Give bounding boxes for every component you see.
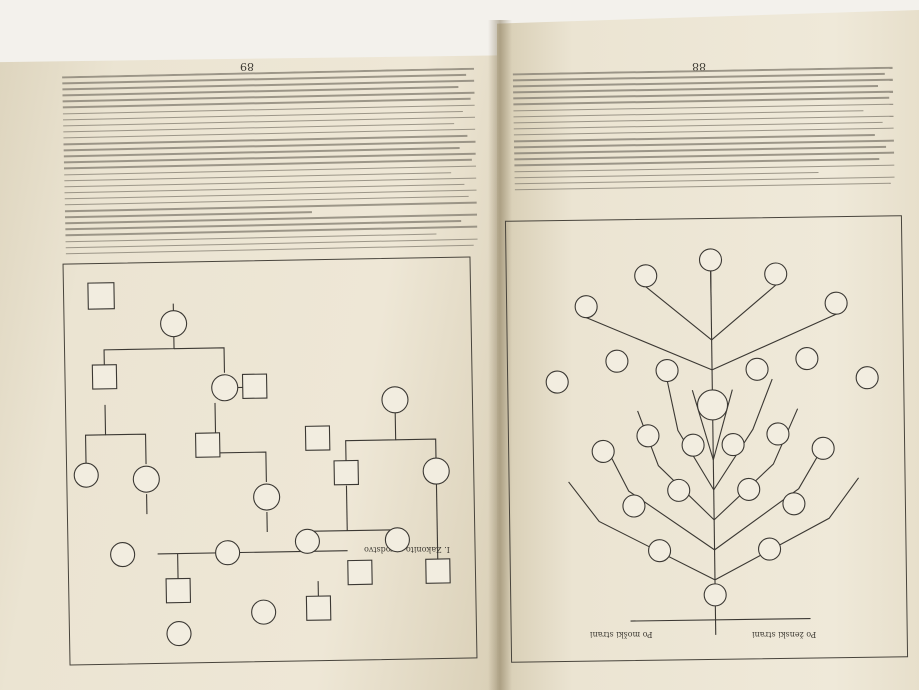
- left-page-text: [62, 67, 478, 267]
- tree-node-square: [165, 577, 192, 604]
- kinship-node-circle: [782, 492, 806, 516]
- kinship-node-circle: [545, 370, 569, 394]
- tree-node-circle: [422, 457, 450, 485]
- kinship-node-circle: [745, 357, 769, 381]
- kinship-node-circle: [698, 248, 723, 272]
- book-gutter: [488, 20, 512, 690]
- left-page-number: 89: [240, 60, 254, 73]
- kinship-node-circle: [764, 262, 788, 286]
- kinship-center-node: [696, 389, 729, 421]
- kinship-node-circle: [703, 583, 727, 607]
- tree-node-square: [305, 595, 332, 621]
- tree-node-square: [194, 432, 221, 458]
- kinship-node-circle: [766, 422, 790, 446]
- right-kinship-diagram: [545, 248, 879, 635]
- kinship-node-circle: [574, 295, 598, 319]
- tree-node-circle: [132, 465, 160, 493]
- tree-node-circle: [160, 310, 188, 338]
- tree-node-circle: [215, 540, 241, 566]
- kinship-node-circle: [605, 349, 629, 373]
- kinship-node-circle: [655, 358, 679, 383]
- tree-node-circle: [110, 542, 136, 568]
- kinship-node-circle: [855, 366, 879, 390]
- kinship-node-circle: [622, 494, 646, 518]
- kinship-node-circle: [681, 433, 705, 457]
- kinship-node-circle: [591, 439, 615, 463]
- kinship-node-circle: [648, 539, 672, 563]
- tree-node-circle: [211, 374, 239, 402]
- kinship-node-circle: [795, 347, 819, 371]
- kinship-node-circle: [634, 264, 658, 288]
- tree-node-circle: [73, 462, 99, 488]
- tree-node-square: [347, 559, 373, 586]
- right-page-text: [512, 66, 896, 224]
- tree-node-square: [87, 282, 115, 310]
- kinship-node-circle: [667, 478, 691, 502]
- tree-node-circle: [253, 483, 281, 511]
- kinship-node-circle: [721, 433, 745, 457]
- kinship-node-circle: [758, 537, 782, 561]
- tree-node-circle: [384, 527, 410, 553]
- tree-node-square: [241, 373, 268, 400]
- tree-node-square: [91, 364, 118, 390]
- kinship-node-circle: [811, 436, 835, 460]
- tree-node-circle: [251, 599, 277, 625]
- tree-node-square: [333, 459, 359, 486]
- tree-node-circle: [294, 528, 320, 554]
- kinship-node-circle: [636, 424, 660, 448]
- kinship-node-circle: [824, 291, 848, 315]
- kinship-node-circle: [737, 477, 761, 501]
- left-family-tree-diagram: [73, 282, 451, 647]
- tree-node-circle: [166, 621, 192, 647]
- tree-node-square: [425, 558, 451, 584]
- tree-node-square: [304, 425, 331, 451]
- tree-node-circle: [381, 386, 409, 414]
